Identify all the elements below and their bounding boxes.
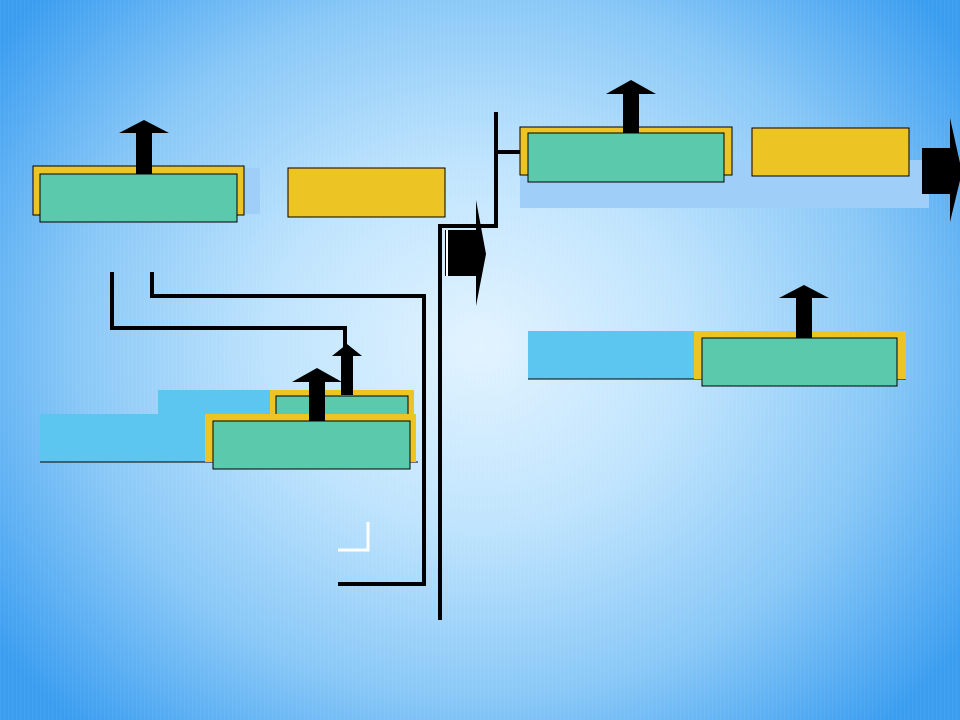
- sky-box-upper: [158, 390, 278, 416]
- gold-box-right-far: [751, 127, 910, 177]
- up-arrow-left-top: [119, 120, 169, 174]
- sky-box-lower: [40, 414, 216, 462]
- sky-box-right: [528, 331, 714, 379]
- teal-box-right-top: [527, 132, 725, 183]
- teal-box-lower: [212, 420, 411, 470]
- corner-mark: [338, 522, 370, 552]
- connector-line-outer: [150, 272, 426, 586]
- right-arrow-middle: [445, 200, 486, 306]
- up-arrow-upper: [332, 344, 362, 395]
- spine-branch: [440, 112, 498, 228]
- gold-box-left-mid: [287, 167, 446, 218]
- right-arrow-edge: [922, 118, 960, 222]
- teal-box-right-bottom: [701, 337, 898, 387]
- connector-line-inner: [110, 272, 347, 348]
- up-arrow-right-top: [606, 80, 656, 133]
- up-arrow-right-bottom: [779, 285, 829, 338]
- up-arrow-lower: [292, 368, 342, 421]
- teal-box-left-top: [39, 173, 238, 223]
